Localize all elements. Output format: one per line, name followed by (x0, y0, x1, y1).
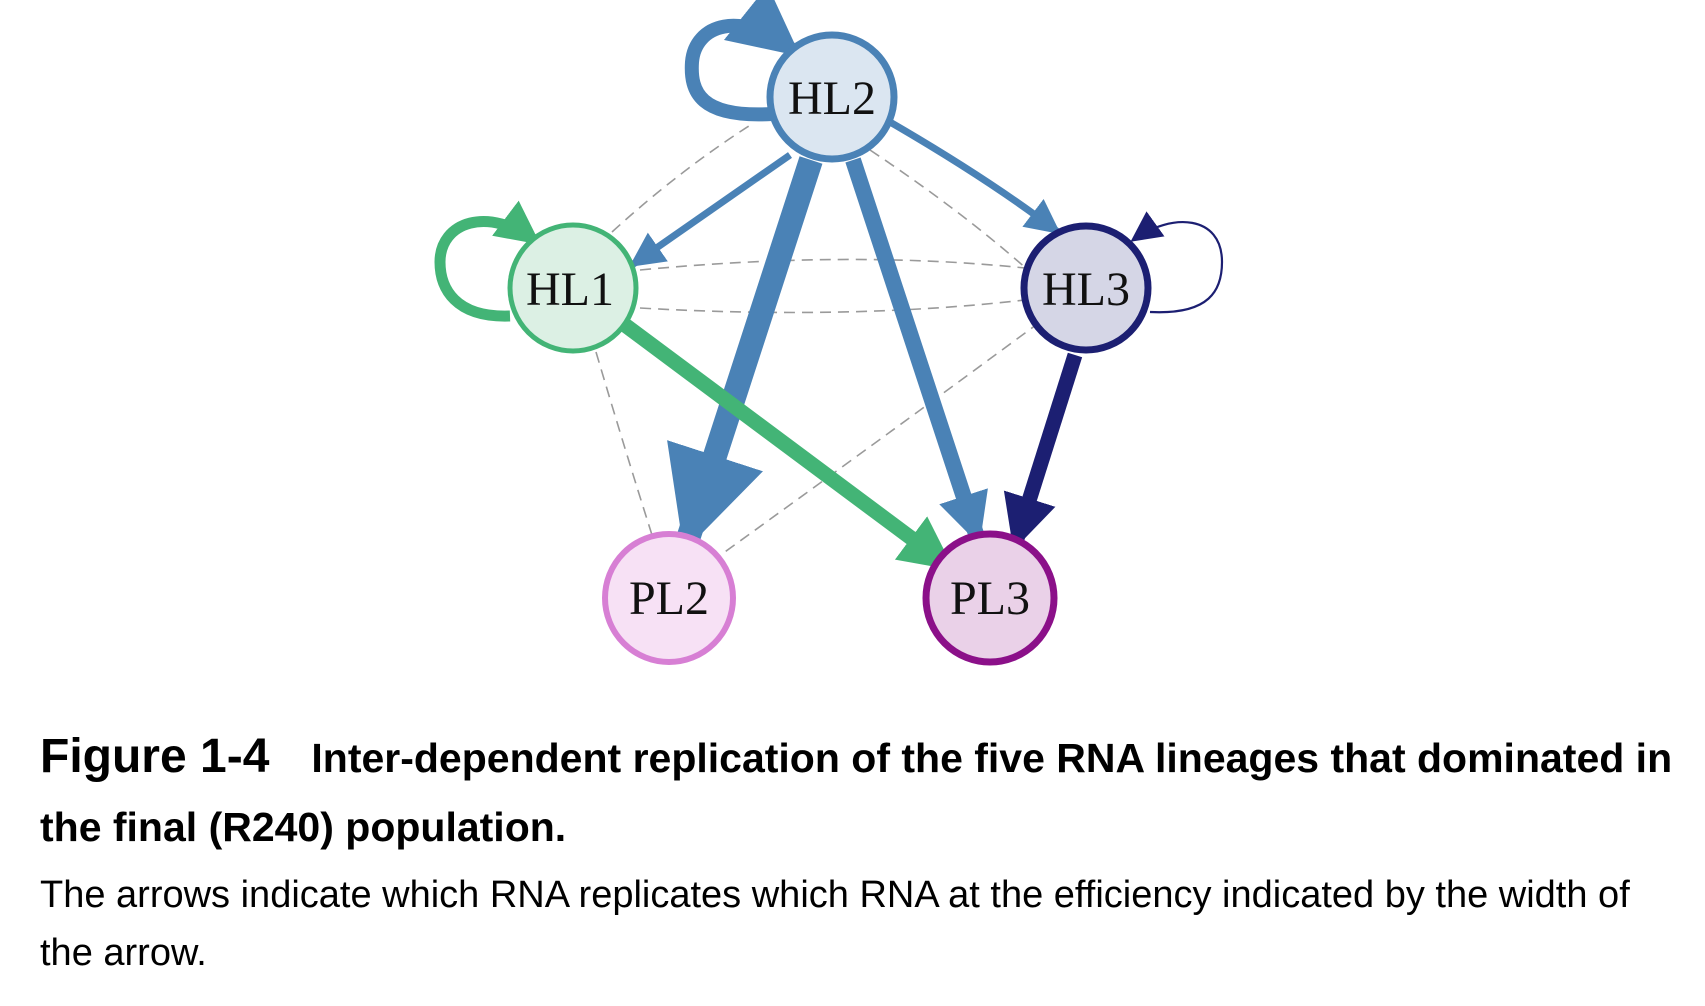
dashed-links (595, 123, 1041, 555)
node-hl3-circle (1020, 222, 1152, 354)
node-pl3-label: PL3 (950, 572, 1030, 625)
edge-hl1-to-pl3 (620, 318, 955, 574)
edge-hl2-to-pl3 (845, 157, 988, 545)
figure-description: The arrows indicate which RNA replicates… (40, 874, 1630, 974)
node-hl2-label: HL2 (788, 72, 876, 125)
node-hl1-label: HL1 (526, 263, 614, 316)
dashed-link-hl1-hl3-lower (639, 299, 1026, 314)
self-loop-hl1 (434, 200, 541, 322)
node-pl3: PL3 (922, 530, 1058, 666)
edge-hl3-to-pl3 (1003, 352, 1083, 551)
dashed-link-hl1-hl2 (611, 123, 753, 233)
dashed-link-hl1-hl3-upper (639, 258, 1026, 271)
edge-hl2-to-hl3 (888, 118, 1061, 235)
edge-hl2-to-hl1 (629, 152, 792, 268)
node-pl3-circle (922, 530, 1058, 666)
node-pl2-label: PL2 (629, 572, 709, 625)
node-hl3: HL3 (1020, 222, 1152, 354)
node-hl2: HL2 (766, 31, 898, 163)
self-loop-hl2 (684, 0, 801, 122)
figure-title: Inter-dependent replication of the five … (40, 735, 1673, 850)
dashed-link-hl2-hl3 (869, 149, 1029, 271)
edge-hl2-to-pl2 (667, 156, 823, 552)
node-pl2-circle (602, 531, 736, 665)
replication-network-diagram: HL2 HL1 HL3 PL2 PL3 (434, 0, 1224, 666)
node-pl2: PL2 (602, 531, 736, 665)
node-hl1-circle (507, 222, 639, 354)
figure-number: Figure 1-4 (40, 730, 270, 783)
node-hl1: HL1 (507, 222, 639, 354)
node-hl2-circle (766, 31, 898, 163)
dashed-link-hl1-pl2 (595, 351, 653, 536)
node-hl3-label: HL3 (1042, 263, 1130, 316)
self-loop-hl3 (1130, 211, 1224, 314)
